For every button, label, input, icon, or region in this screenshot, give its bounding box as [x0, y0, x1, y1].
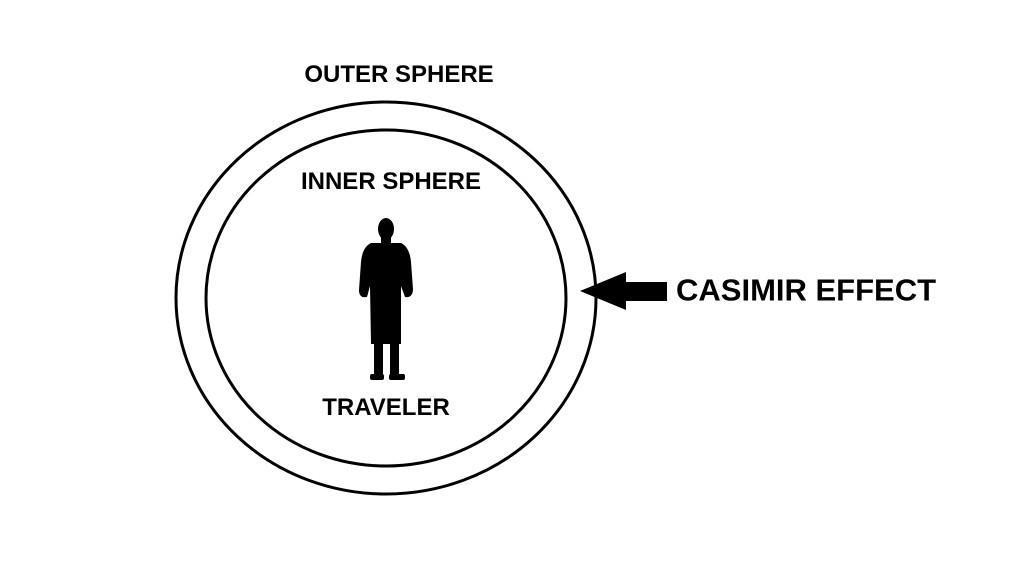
- traveler-silhouette-icon: [359, 218, 413, 380]
- casimir-effect-label: CASIMIR EFFECT: [676, 272, 937, 308]
- outer-sphere: [174, 100, 598, 496]
- left-arrow-icon: [580, 272, 667, 310]
- traveler-label: TRAVELER: [322, 394, 450, 421]
- inner-sphere: [204, 128, 568, 468]
- inner-sphere-label: INNER SPHERE: [300, 168, 482, 195]
- outer-sphere-label: OUTER SPHERE: [304, 61, 494, 88]
